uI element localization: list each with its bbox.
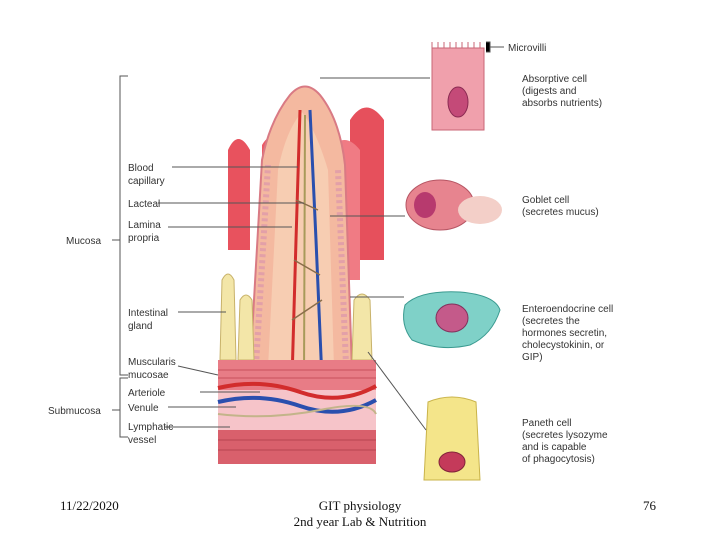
footer-title: GIT physiology 2nd year Lab & Nutrition xyxy=(260,498,460,530)
label-blood-capillary: Blood capillary xyxy=(128,163,165,187)
label-goblet-cell: Goblet cell (secretes mucus) xyxy=(522,195,599,218)
label-arteriole: Arteriole xyxy=(128,388,166,399)
footer-title-line1: GIT physiology xyxy=(260,498,460,514)
label-intestinal-gland: Intestinal gland xyxy=(128,308,171,332)
cell-absorptive xyxy=(432,42,484,130)
label-lamina-propria: Lamina propria xyxy=(128,220,164,244)
cell-paneth xyxy=(424,397,480,480)
intestinal-villus-diagram: Mucosa Submucosa Blood capillary Lacteal… xyxy=(0,0,720,500)
label-venule: Venule xyxy=(128,403,159,414)
label-submucosa: Submucosa xyxy=(48,406,101,417)
label-muscularis-mucosae: Muscularis mucosae xyxy=(128,357,179,381)
main-villus xyxy=(250,87,352,381)
label-mucosa: Mucosa xyxy=(66,236,101,247)
label-lacteal: Lacteal xyxy=(128,199,160,210)
label-paneth-cell: Paneth cell (secretes lysozyme and is ca… xyxy=(522,418,610,465)
submucosa-layers xyxy=(218,360,376,464)
footer-title-line2: 2nd year Lab & Nutrition xyxy=(260,514,460,530)
layer-brackets xyxy=(112,76,128,437)
label-microvilli: Microvilli xyxy=(508,43,546,54)
page-number: 76 xyxy=(643,498,656,514)
label-absorptive-cell: Absorptive cell (digests and absorbs nut… xyxy=(522,74,602,109)
cell-goblet xyxy=(406,180,502,230)
label-lymphatic-vessel: Lymphatic vessel xyxy=(128,422,176,446)
label-enteroendocrine-cell: Enteroendocrine cell (secretes the hormo… xyxy=(522,304,616,363)
footer-date: 11/22/2020 xyxy=(60,498,119,514)
cell-enteroendocrine xyxy=(404,292,500,348)
